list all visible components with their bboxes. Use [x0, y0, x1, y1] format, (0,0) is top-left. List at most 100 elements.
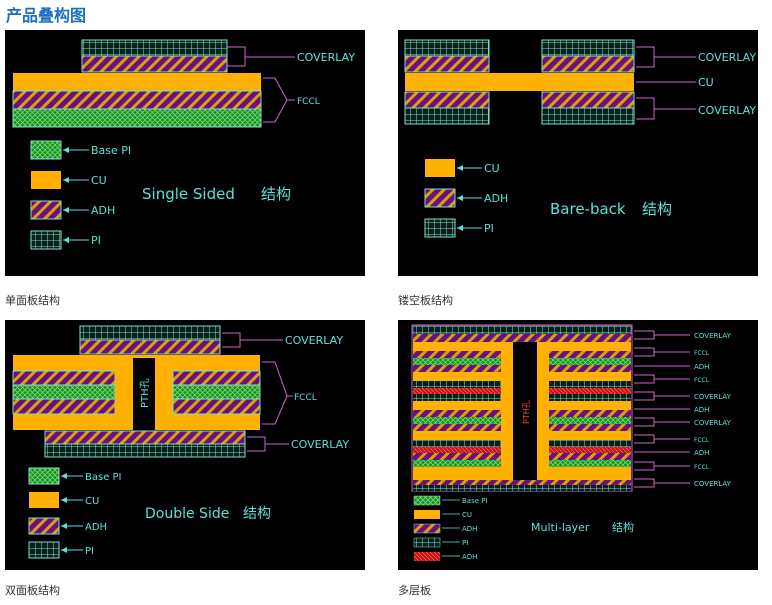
callout-coverlay: COVERLAY: [297, 51, 355, 64]
legend-adh-swatch: [424, 188, 456, 208]
right-inner-stack-1: [549, 351, 631, 372]
legend-adh: ADH: [462, 525, 477, 533]
legend-adh: ADH: [484, 192, 508, 205]
callout-fccl: FCCL: [294, 393, 317, 403]
legend-pi-swatch: [30, 230, 62, 250]
legend-base-pi-swatch: [28, 467, 60, 485]
top-coverlay-left-adh: [404, 55, 490, 73]
caption-double: 双面板结构: [5, 584, 60, 597]
left-adh-top: [12, 370, 116, 386]
callout-fccl-3: FCCL: [694, 437, 710, 444]
bottom-coverlay-right-adh: [541, 91, 635, 109]
callout-coverlay-3: COVERLAY: [694, 419, 732, 427]
legend-cu: CU: [462, 511, 472, 519]
top-coverlay-pi: [412, 325, 632, 335]
legend-cu-swatch: [414, 510, 440, 519]
single-sided-diagram: COVERLAY FCCL Base PI CU ADH PI Single S…: [5, 30, 365, 276]
cu-layer: [13, 73, 261, 91]
page-title: 产品叠构图: [6, 6, 87, 25]
right-adh-bottom: [172, 398, 261, 415]
coverlay-adh-layer: [81, 55, 228, 73]
diagram-title: Multi-layer: [531, 521, 590, 534]
right-inner-stack-4: [549, 440, 631, 467]
bottom-coverlay-pi: [413, 485, 631, 491]
legend-base-pi: Base PI: [91, 144, 131, 157]
caption-bareback: 镂空板结构: [398, 294, 453, 307]
pth-label: PTH孔: [139, 378, 151, 408]
callout-coverlay-2: COVERLAY: [694, 393, 732, 401]
diagram-title-cn: 结构: [261, 185, 291, 203]
right-base-pi: [172, 384, 261, 400]
pth-hole: [133, 355, 155, 430]
diagram-title-cn: 结构: [243, 506, 271, 522]
bottom-coverlay-adh: [413, 480, 631, 485]
callout-fccl: FCCL: [297, 97, 320, 107]
legend-pi: PI: [85, 546, 94, 557]
fccl-adh-layer: [12, 90, 262, 110]
legend-pi: PI: [462, 539, 468, 547]
legend-adh-swatch: [413, 523, 441, 534]
bottom-coverlay-left-adh: [404, 91, 490, 109]
diagram-title-cn: 结构: [612, 520, 634, 534]
callout-coverlay-1: COVERLAY: [694, 332, 732, 340]
legend-pi: PI: [484, 222, 494, 235]
legend-adh-swatch: [30, 200, 62, 220]
legend-cu: CU: [85, 496, 99, 507]
legend-cu: CU: [91, 174, 107, 187]
right-cu-wall: [155, 371, 173, 414]
legend-adh-swatch: [28, 517, 60, 535]
base-pi-layer: [12, 108, 262, 128]
diagram-title-cn: 结构: [642, 200, 672, 218]
callout-coverlay-bottom: COVERLAY: [698, 104, 756, 117]
bottom-coverlay-left-pi: [404, 107, 490, 125]
legend-cu-swatch: [29, 492, 59, 508]
legend-pi-swatch: [424, 218, 456, 238]
callout-cu: CU: [698, 76, 714, 89]
pth-hole: [513, 342, 537, 480]
legend-pi-swatch: [28, 541, 60, 559]
callout-fccl-1: FCCL: [694, 350, 710, 357]
bareback-diagram: COVERLAY CU COVERLAY CU ADH PI Bare-back…: [398, 30, 758, 276]
left-cu-wall: [115, 371, 133, 414]
left-inner-stack-2: [413, 381, 501, 401]
legend-pi-swatch: [413, 537, 441, 548]
callout-adh-2: ADH: [694, 406, 709, 414]
bottom-coverlay-right-pi: [541, 107, 635, 125]
top-coverlay-adh: [413, 334, 631, 342]
legend-base-pi: Base PI: [85, 472, 122, 483]
top-coverlay-pi: [79, 325, 221, 341]
callout-coverlay-bottom: COVERLAY: [291, 438, 349, 451]
callout-coverlay-top: COVERLAY: [698, 51, 756, 64]
callout-adh-1: ADH: [694, 363, 709, 371]
callout-fccl-4: FCCL: [694, 464, 710, 471]
legend-pi: PI: [91, 234, 101, 247]
cu-layer: [405, 73, 634, 91]
right-inner-stack-2: [549, 381, 631, 401]
left-inner-stack-3: [413, 410, 501, 431]
top-coverlay-right-adh: [541, 55, 635, 73]
caption-multi: 多层板: [398, 584, 431, 597]
top-coverlay-adh: [79, 339, 221, 355]
multi-layer-diagram: PTH孔: [398, 320, 758, 570]
top-coverlay-left-pi: [404, 39, 490, 57]
pth-label: PTH孔: [522, 400, 531, 424]
double-side-diagram: PTH孔 COVERLAY FCCL COVERLAY Base PI CU A…: [5, 320, 365, 570]
legend-base-pi: Base PI: [462, 497, 488, 505]
left-base-pi: [12, 384, 116, 400]
right-inner-stack-3: [549, 410, 631, 431]
left-inner-stack-4: [413, 440, 501, 467]
left-inner-stack-1: [413, 351, 501, 372]
left-adh-bottom: [12, 398, 116, 415]
callout-coverlay-top: COVERLAY: [285, 334, 343, 347]
legend-base-pi-swatch: [413, 495, 441, 506]
legend-cu-swatch: [31, 171, 61, 189]
right-adh-top: [172, 370, 261, 386]
caption-single: 单面板结构: [5, 294, 60, 307]
top-coverlay-right-pi: [541, 39, 635, 57]
callout-coverlay-4: COVERLAY: [694, 480, 732, 488]
legend-red-adh: ADH: [462, 553, 477, 561]
legend-red-adh-swatch: [414, 552, 440, 561]
bottom-coverlay-adh: [44, 430, 246, 445]
diagram-title: Single Sided: [142, 185, 235, 203]
legend-cu-swatch: [425, 159, 455, 177]
